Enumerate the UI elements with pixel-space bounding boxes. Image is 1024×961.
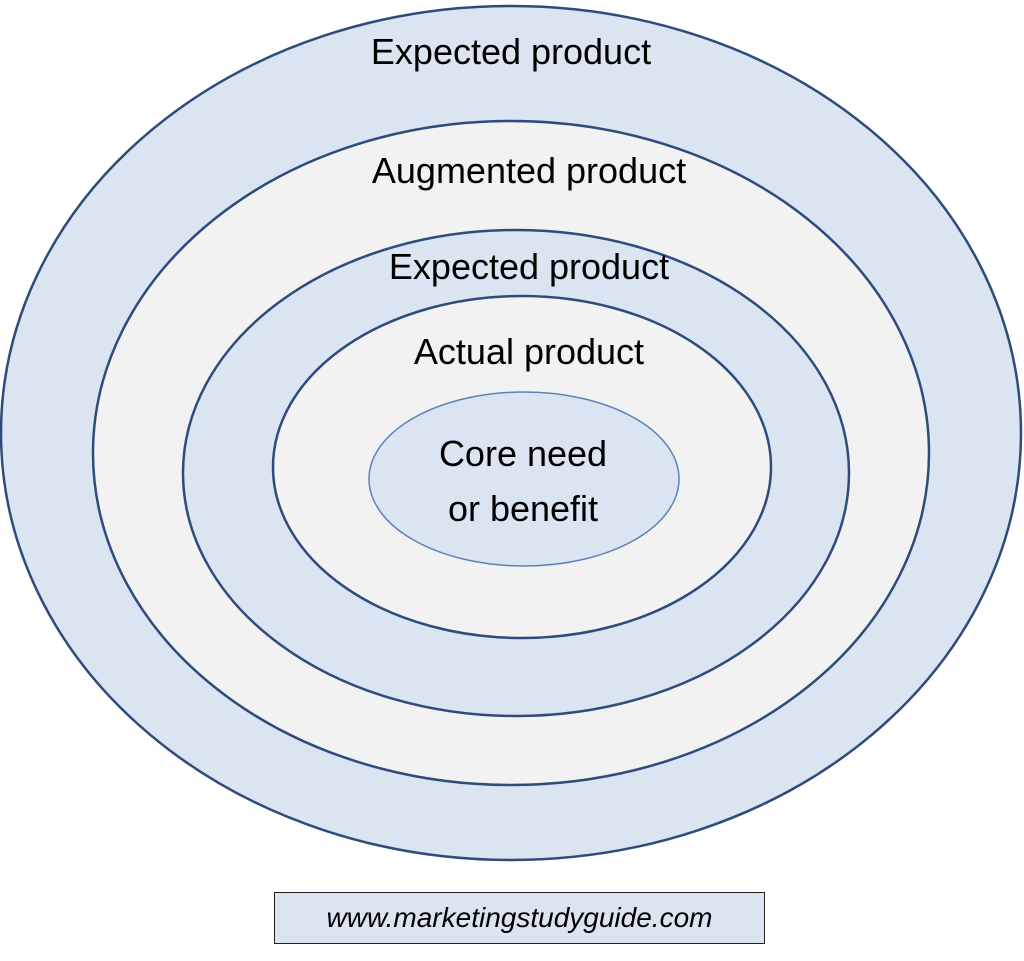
ring-label-expected-inner: Expected product bbox=[389, 246, 669, 287]
core-ellipse bbox=[368, 391, 680, 567]
source-url-text: www.marketingstudyguide.com bbox=[326, 902, 713, 933]
ring-label-expected-outer: Expected product bbox=[371, 31, 651, 72]
ring-label-actual: Actual product bbox=[414, 331, 644, 372]
ring-label-augmented: Augmented product bbox=[372, 150, 686, 191]
core-label-line2: or benefit bbox=[448, 488, 598, 529]
core-label-line1: Core need bbox=[439, 433, 607, 474]
source-caption-box: www.marketingstudyguide.com bbox=[274, 892, 765, 944]
